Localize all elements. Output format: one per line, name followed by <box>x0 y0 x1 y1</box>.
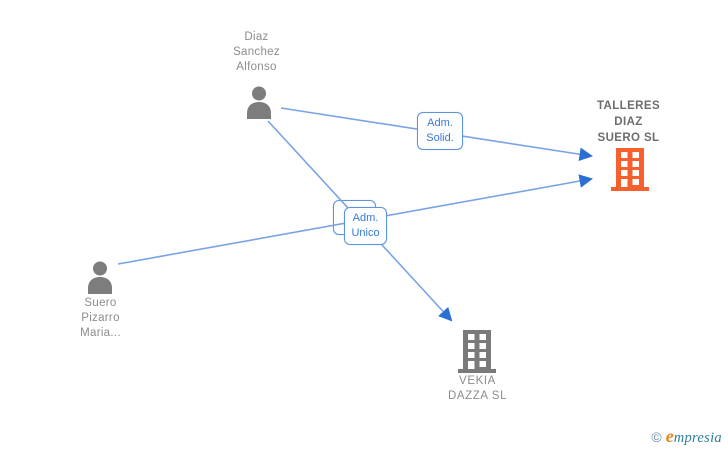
suero-label-line2: Pizarro <box>81 312 120 324</box>
suero-node-label[interactable]: Suero Pizarro Maria... <box>38 296 163 341</box>
brand-rest: mpresia <box>673 430 722 446</box>
adm-unico-line2: Unico <box>351 227 380 239</box>
suero-label-line1: Suero <box>84 297 117 309</box>
suero-label-line3: Maria... <box>80 327 121 339</box>
talleres-label-line1: TALLERES <box>596 100 661 112</box>
talleres-label-line2: DIAZ <box>614 116 643 128</box>
diaz-label-line2: Sanchez <box>233 46 280 58</box>
vekia-label-line1: VEKIA <box>459 375 496 387</box>
brand-wordmark: empresia <box>666 426 722 447</box>
diaz-node-label[interactable]: Diaz Sanchez Alfonso <box>194 30 319 75</box>
adm-unico-box: Adm. Unico <box>344 207 387 245</box>
vekia-node-label[interactable]: VEKIA DAZZA SL <box>415 374 540 404</box>
brand-initial: e <box>665 426 674 446</box>
person-icon[interactable] <box>243 86 275 119</box>
adm-solid-box: Adm. Solid. <box>417 112 463 150</box>
copyright-icon: © <box>651 429 662 445</box>
person-icon[interactable] <box>84 261 116 294</box>
building-icon[interactable] <box>458 328 496 373</box>
diaz-label-line1: Diaz <box>244 31 269 43</box>
diaz-label-line3: Alfonso <box>236 61 277 73</box>
building-icon[interactable] <box>611 146 649 191</box>
vekia-label-line2: DAZZA SL <box>447 390 508 402</box>
talleres-node-label[interactable]: TALLERES DIAZ SUERO SL <box>566 98 691 146</box>
adm-solid-line1: Adm. <box>427 117 453 129</box>
adm-unico-line1: Adm. <box>352 212 379 224</box>
empresia-logo[interactable]: © empresia <box>651 426 722 447</box>
adm-solid-line2: Solid. <box>426 132 454 144</box>
talleres-label-line3: SUERO SL <box>597 132 660 144</box>
